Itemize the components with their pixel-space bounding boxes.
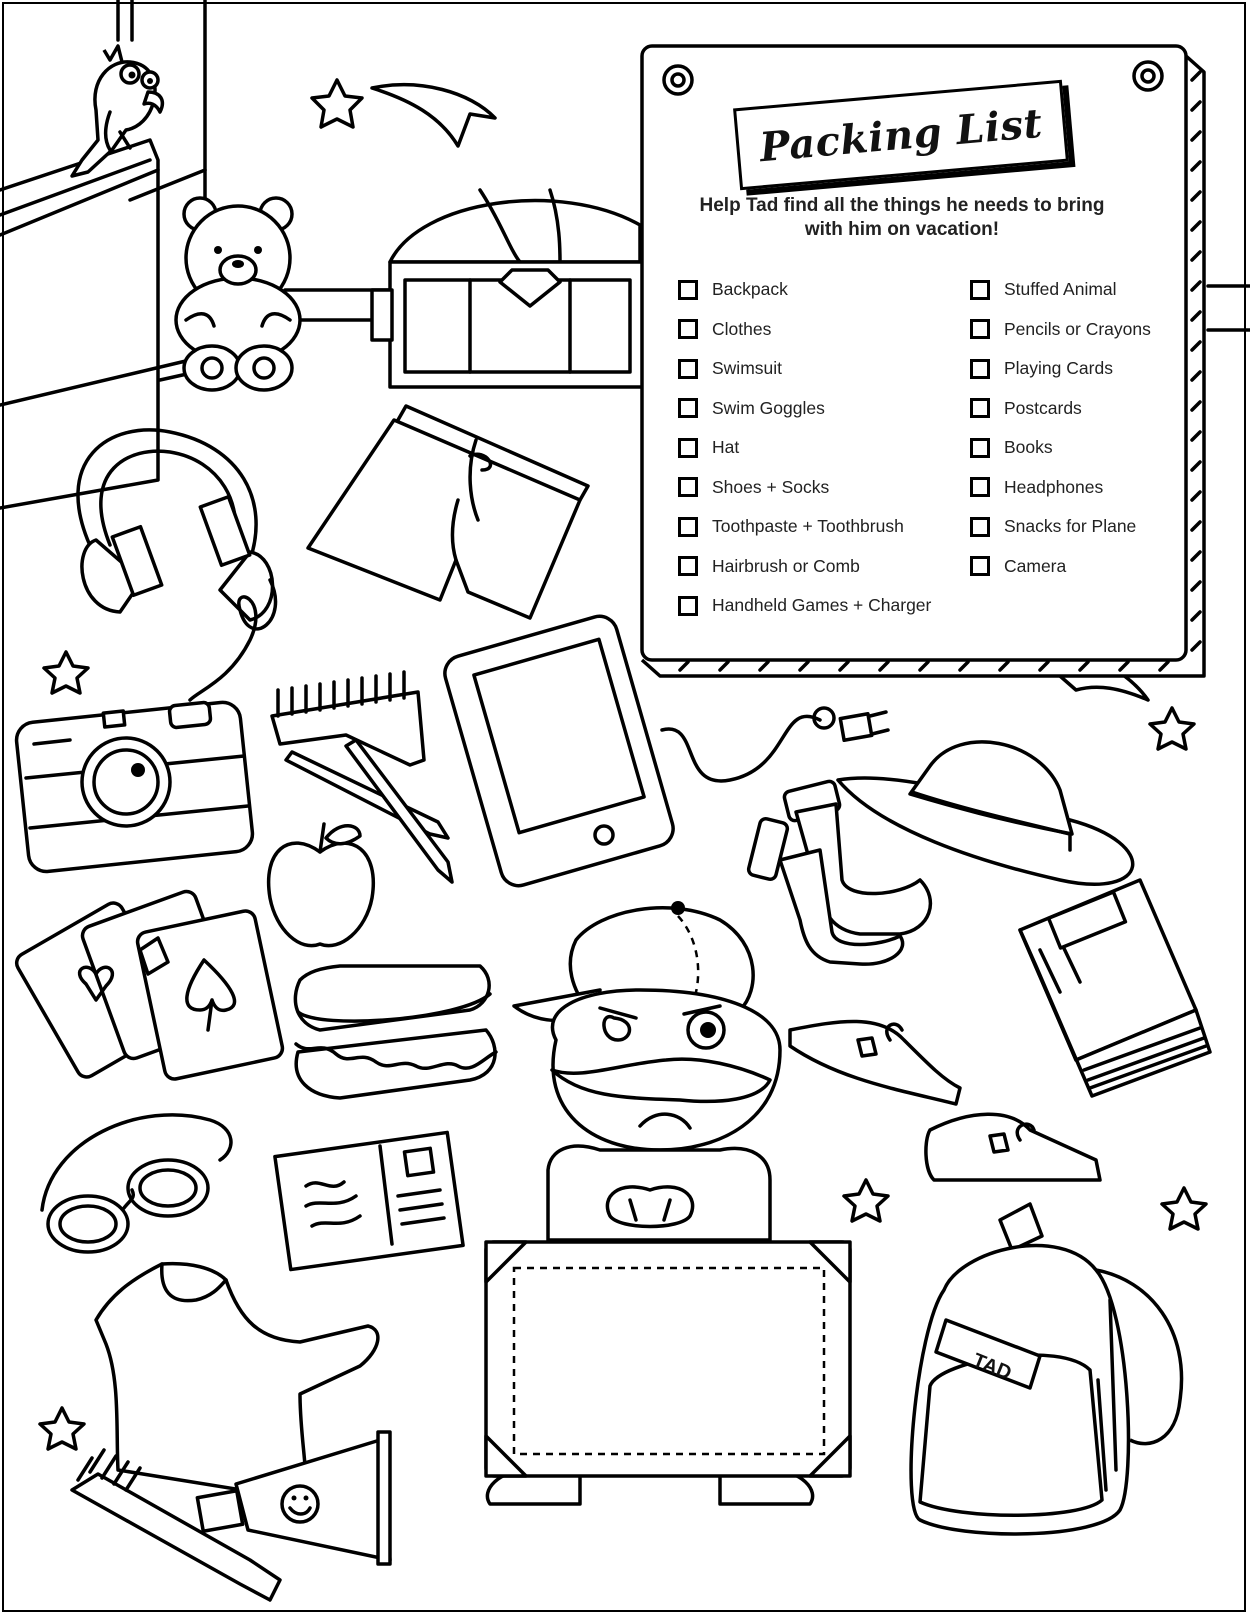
checklist-label: Handheld Games + Charger	[712, 595, 932, 616]
checklist-label: Swim Goggles	[712, 397, 825, 418]
checklist-label: Toothpaste + Toothbrush	[712, 516, 904, 537]
checkbox[interactable]	[678, 516, 698, 537]
checklist-item[interactable]: Hat	[678, 428, 958, 468]
checklist-item[interactable]: Books	[970, 428, 1170, 468]
sneakers-icon	[790, 1021, 1100, 1180]
sandwich-icon	[295, 966, 496, 1098]
checklist-label: Snacks for Plane	[1004, 516, 1137, 537]
tad-character-icon	[487, 901, 812, 1504]
postcard-icon	[275, 1132, 463, 1269]
playing-cards-icon	[13, 889, 284, 1081]
checkbox[interactable]	[678, 437, 698, 458]
checklist-item[interactable]: Pencils or Crayons	[970, 310, 1170, 350]
checkbox[interactable]	[678, 319, 698, 340]
checkbox[interactable]	[970, 556, 990, 577]
checklist-label: Postcards	[1004, 397, 1082, 418]
book-icon	[1020, 880, 1210, 1096]
star-icon	[40, 652, 1206, 1449]
checklist-item[interactable]: Clothes	[678, 310, 958, 350]
checklist-item[interactable]: Toothpaste + Toothbrush	[678, 507, 958, 547]
checklist-label: Swimsuit	[712, 358, 783, 379]
checklist-label: Clothes	[712, 318, 772, 339]
checklist-label: Shoes + Socks	[712, 476, 830, 497]
checkbox[interactable]	[970, 437, 990, 458]
goggles-icon	[42, 1115, 231, 1252]
comb-icon	[272, 672, 424, 765]
shooting-star-icon	[312, 80, 495, 146]
checklist-label: Books	[1004, 437, 1053, 458]
checklist-label: Stuffed Animal	[1004, 279, 1117, 300]
camera-icon	[15, 701, 254, 874]
checklist-item[interactable]: Camera	[970, 547, 1170, 587]
teddy-bear-icon	[176, 198, 300, 390]
checkbox[interactable]	[678, 477, 698, 498]
checklist-item[interactable]: Postcards	[970, 389, 1170, 429]
toothbrush-icon	[72, 1450, 280, 1600]
checkbox[interactable]	[678, 279, 698, 300]
packing-list-title: Packing List	[757, 99, 1045, 171]
checklist-label: Pencils or Crayons	[1004, 318, 1151, 339]
checklist-item[interactable]: Backpack	[678, 270, 958, 310]
toy-chest-icon	[372, 190, 645, 387]
checklist-item[interactable]: Snacks for Plane	[970, 507, 1170, 547]
checkbox[interactable]	[678, 556, 698, 577]
backpack-icon	[911, 1204, 1181, 1534]
checkbox[interactable]	[970, 398, 990, 419]
toothpaste-icon	[197, 1432, 390, 1564]
socks-icon	[747, 780, 930, 964]
checklist-right-column: Stuffed Animal Pencils or Crayons Playin…	[970, 270, 1170, 586]
checklist-label: Backpack	[712, 279, 788, 300]
checklist-label: Headphones	[1004, 476, 1104, 497]
checkbox[interactable]	[970, 279, 990, 300]
checklist-label: Camera	[1004, 555, 1067, 576]
suitcase-icon	[486, 1242, 850, 1476]
checklist-label: Hairbrush or Comb	[712, 555, 860, 576]
packing-list-instructions: Help Tad find all the things he needs to…	[699, 195, 1105, 240]
checkbox[interactable]	[970, 358, 990, 379]
parrot-icon	[72, 46, 162, 176]
checkbox[interactable]	[678, 358, 698, 379]
checklist-item[interactable]: Stuffed Animal	[970, 270, 1170, 310]
checkbox[interactable]	[970, 477, 990, 498]
checkbox[interactable]	[970, 319, 990, 340]
swim-trunks-icon	[308, 406, 588, 618]
checklist-item[interactable]: Headphones	[970, 468, 1170, 508]
apple-icon	[269, 824, 374, 946]
headphones-icon	[78, 430, 276, 700]
packing-list-board: Packing List Help Tad find all the thing…	[642, 46, 1186, 670]
hat-icon	[838, 742, 1133, 884]
packing-list-title-box: Packing List	[733, 79, 1069, 191]
t-shirt-icon	[96, 1264, 378, 1500]
checklist-item[interactable]: Hairbrush or Comb	[678, 547, 958, 587]
tablet-icon	[441, 612, 888, 890]
checklist-label: Playing Cards	[1004, 358, 1113, 379]
checkbox[interactable]	[678, 398, 698, 419]
checklist-item[interactable]: Playing Cards	[970, 349, 1170, 389]
checklist-item[interactable]: Shoes + Socks	[678, 468, 958, 508]
checklist-item[interactable]: Handheld Games + Charger	[678, 586, 958, 626]
checklist-left-column: Backpack Clothes Swimsuit Swim Goggles H…	[678, 270, 958, 626]
checkbox[interactable]	[678, 595, 698, 616]
checkbox[interactable]	[970, 516, 990, 537]
pencils-icon	[286, 740, 452, 882]
checklist-item[interactable]: Swim Goggles	[678, 389, 958, 429]
checklist-item[interactable]: Swimsuit	[678, 349, 958, 389]
checklist-label: Hat	[712, 437, 740, 458]
packing-list-board-shape	[642, 46, 1204, 676]
